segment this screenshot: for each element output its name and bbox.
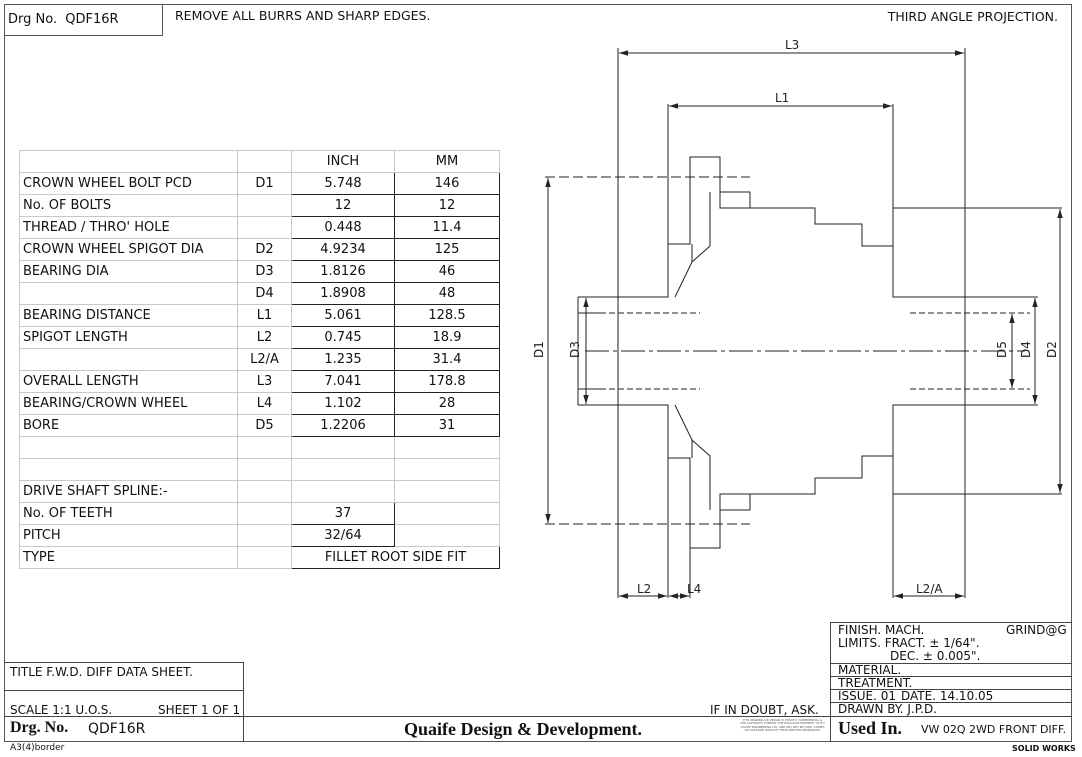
border-note: A3(4)border	[10, 743, 65, 753]
drg-no-value: QDF16R	[88, 721, 146, 737]
dim-label-d5: D5	[995, 341, 1009, 358]
row-mm-value: 178.8	[394, 370, 500, 393]
spline-row: TYPE FILLET ROOT SIDE FIT	[19, 546, 500, 569]
title-block-divider	[4, 716, 1072, 717]
title-box-top	[4, 662, 244, 663]
diff-outline-top	[578, 156, 966, 350]
finish: FINISH. MACH.	[838, 623, 925, 637]
row-mm-value: 125	[394, 238, 500, 261]
company-name: Quaife Design & Development.	[404, 719, 642, 739]
dim-label-d3: D3	[568, 341, 582, 358]
date: DATE. 14.10.05	[901, 689, 994, 703]
dim-label-l2a: L2/A	[916, 582, 943, 596]
drawn-by: DRAWN BY. J.P.D.	[838, 702, 937, 716]
spline-label: PITCH	[19, 524, 238, 547]
software-label: SOLID WORKS	[1012, 744, 1076, 753]
treatment: TREATMENT.	[838, 676, 913, 690]
row-label: CROWN WHEEL SPIGOT DIA	[19, 238, 238, 261]
spline-value: 32/64	[291, 524, 395, 547]
spline-row: PITCH 32/64	[19, 524, 500, 547]
dim-label-l4: L4	[687, 582, 701, 596]
drawing-number: QDF16R	[65, 12, 119, 27]
spline-value: FILLET ROOT SIDE FIT	[291, 546, 500, 569]
if-in-doubt-note: IF IN DOUBT, ASK.	[710, 703, 819, 717]
row-mm-value: 46	[394, 260, 500, 283]
drawing-title: TITLE F.W.D. DIFF DATA SHEET.	[10, 665, 193, 679]
row-code: D4	[237, 282, 292, 305]
material: MATERIAL.	[838, 663, 902, 677]
burrs-note: REMOVE ALL BURRS AND SHARP EDGES.	[175, 8, 431, 23]
dim-label-d1: D1	[532, 341, 546, 358]
dim-label-d2: D2	[1045, 341, 1059, 358]
drawing-number-box: Drg No. QDF16R	[4, 4, 163, 36]
row-mm-value: 48	[394, 282, 500, 305]
row-mm-value: 31.4	[394, 348, 500, 371]
issue: ISSUE. 01	[838, 689, 897, 703]
row-mm-value: 12	[394, 194, 500, 217]
diff-outline-bottom	[578, 350, 966, 549]
sheet-number: SHEET 1 OF 1	[158, 703, 241, 717]
drawing-number-label: Drg No.	[8, 12, 58, 27]
row-label: SPIGOT LENGTH	[19, 326, 238, 349]
limits-fract: LIMITS. FRACT. ± 1/64".	[838, 636, 980, 650]
spline-label: TYPE	[19, 546, 238, 569]
used-in-value: VW 02Q 2WD FRONT DIFF.	[921, 723, 1067, 736]
blank-row	[19, 458, 500, 481]
finish-value: GRIND@G	[1006, 623, 1067, 637]
limits-dec: DEC. ± 0.005".	[890, 649, 981, 663]
sheet-border	[4, 4, 1072, 742]
dim-label-l3: L3	[785, 38, 799, 52]
scale: SCALE 1:1 U.O.S.	[10, 703, 113, 717]
drg-no-label: Drg. No.	[10, 719, 69, 736]
row-inch-value: 1.235	[291, 348, 395, 371]
spline-heading-row: DRIVE SHAFT SPLINE:-	[19, 480, 500, 503]
row-inch-value: 5.748	[291, 172, 395, 195]
dim-label-l2: L2	[637, 582, 651, 596]
projection-note: THIRD ANGLE PROJECTION.	[887, 9, 1058, 24]
confidential-notice: THIS DRAWING OR DESIGN IS STRICTLY CONFI…	[740, 718, 825, 733]
row-code: L2	[237, 326, 292, 349]
dim-label-l1: L1	[775, 91, 789, 105]
dim-label-d4: D4	[1019, 341, 1033, 358]
spline-heading: DRIVE SHAFT SPLINE:-	[19, 480, 238, 503]
used-in-label: Used In.	[838, 718, 903, 738]
row-inch-value: 1.8126	[291, 260, 395, 283]
